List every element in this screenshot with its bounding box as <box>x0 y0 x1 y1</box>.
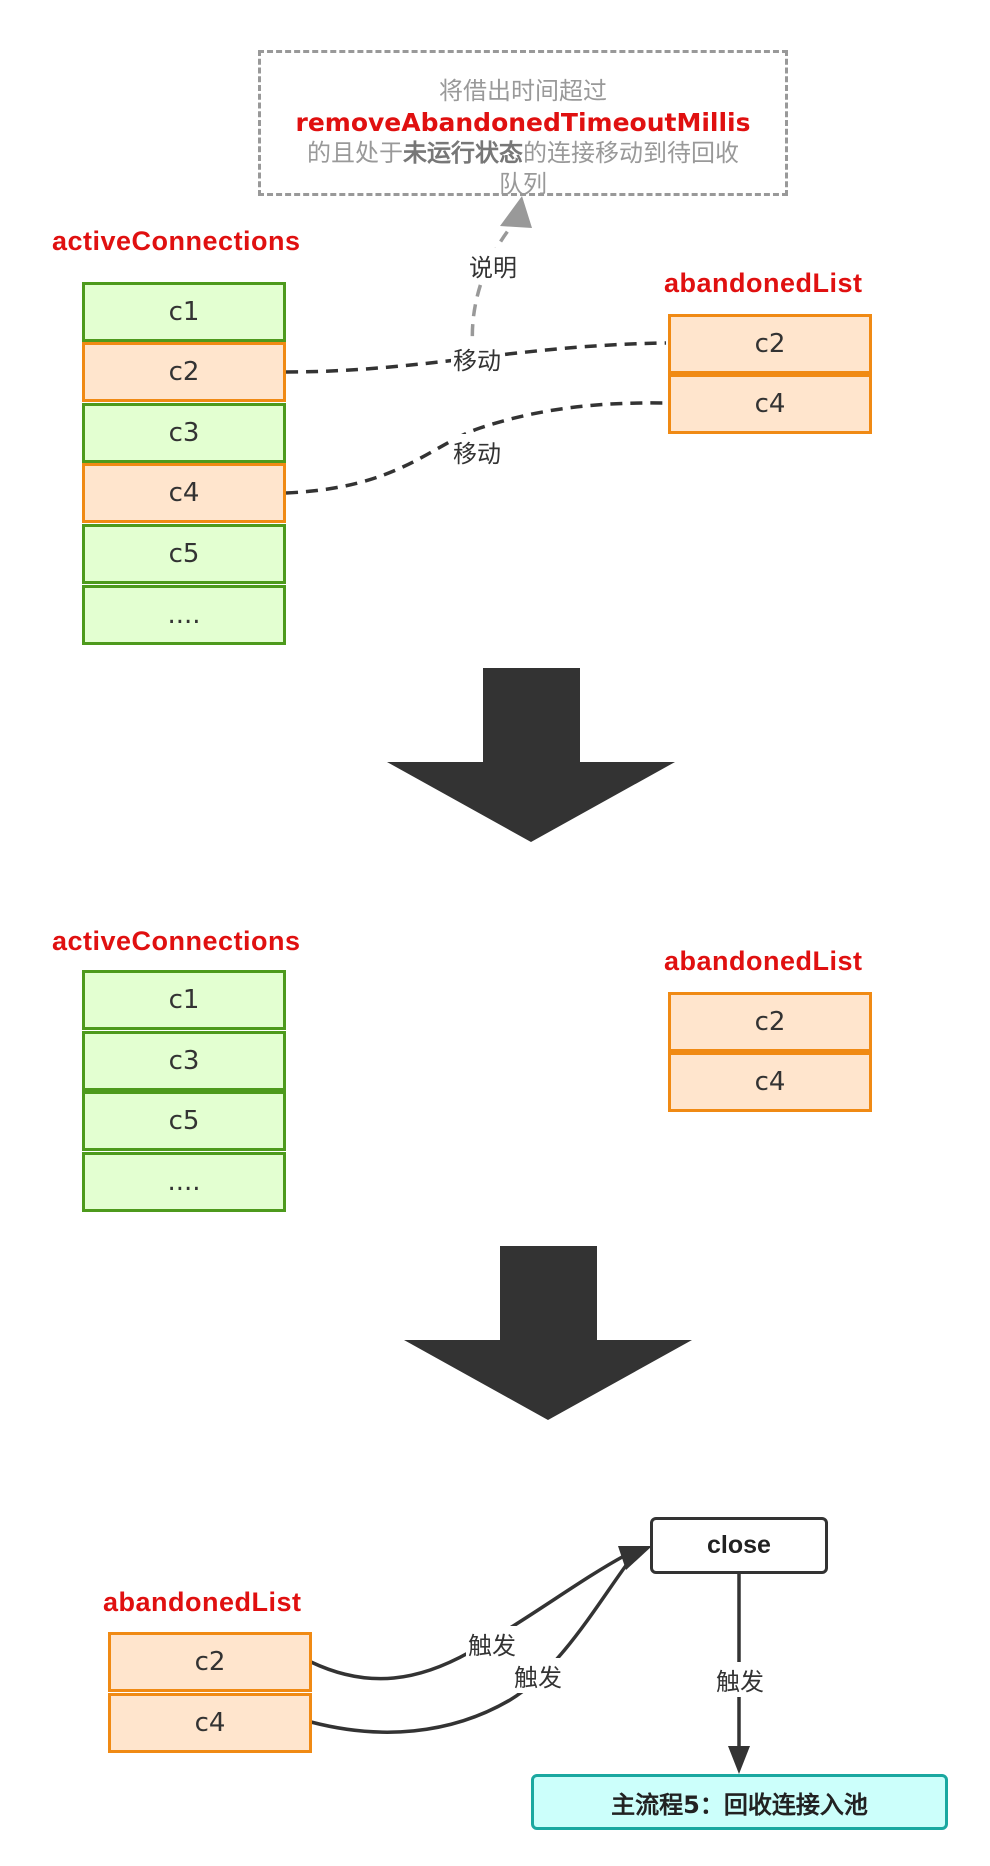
stage1-abandoned-title: abandonedList <box>664 268 863 298</box>
move-label-1: 移动 <box>451 341 503 376</box>
move-arrow-c4 <box>285 401 667 495</box>
trigger-label-3: 触发 <box>714 1662 766 1697</box>
stage2-abandoned-item: c4 <box>668 1052 872 1112</box>
main-flow-node: 主流程5：回收连接入池 <box>531 1774 948 1830</box>
stage1-active-item: c3 <box>82 403 286 463</box>
explain-link <box>470 226 512 357</box>
stage3-abandoned-item: c2 <box>108 1632 312 1692</box>
trigger-curve-c4 <box>310 1558 632 1734</box>
stage1-active-title: activeConnections <box>52 226 301 256</box>
move-label-2: 移动 <box>451 434 503 469</box>
close-node: close <box>650 1517 828 1574</box>
stage1-active-item: c1 <box>82 282 286 342</box>
trigger-label-2: 触发 <box>512 1658 564 1693</box>
stage1-active-item: c4 <box>82 463 286 523</box>
stage1-active-item: .... <box>82 585 286 645</box>
explanation-line-1: 将借出时间超过 <box>439 77 607 105</box>
stage3-abandoned-title: abandonedList <box>103 1587 302 1617</box>
trigger-label-1: 触发 <box>466 1626 518 1661</box>
stage2-active-item: c5 <box>82 1091 286 1151</box>
explain-arrowhead <box>500 196 532 228</box>
stage2-active-title: activeConnections <box>52 926 301 956</box>
stage1-abandoned-item: c2 <box>668 314 872 374</box>
stage1-active-item: c2 <box>82 342 286 402</box>
explanation-line-3: 的且处于未运行状态的连接移动到待回收 <box>307 139 739 167</box>
stage2-active-item: .... <box>82 1152 286 1212</box>
down-arrow-2 <box>404 1246 692 1420</box>
stage2-abandoned-title: abandonedList <box>664 946 863 976</box>
stage2-active-item: c1 <box>82 970 286 1030</box>
stage1-active-item: c5 <box>82 524 286 584</box>
down-arrow-1 <box>387 668 675 842</box>
explanation-highlight: removeAbandonedTimeoutMillis <box>295 108 751 137</box>
stage2-abandoned-item: c2 <box>668 992 872 1052</box>
stage1-abandoned-item: c4 <box>668 374 872 434</box>
stage2-active-item: c3 <box>82 1031 286 1091</box>
stage3-abandoned-item: c4 <box>108 1693 312 1753</box>
trigger-arrowhead-close <box>618 1546 652 1570</box>
trigger-arrowhead-main <box>728 1746 750 1774</box>
explanation-text: 将借出时间超过 removeAbandonedTimeoutMillis 的且处… <box>258 76 788 200</box>
explanation-box <box>258 50 788 196</box>
explanation-line-4: 队列 <box>499 170 547 198</box>
explain-label: 说明 <box>467 248 519 283</box>
